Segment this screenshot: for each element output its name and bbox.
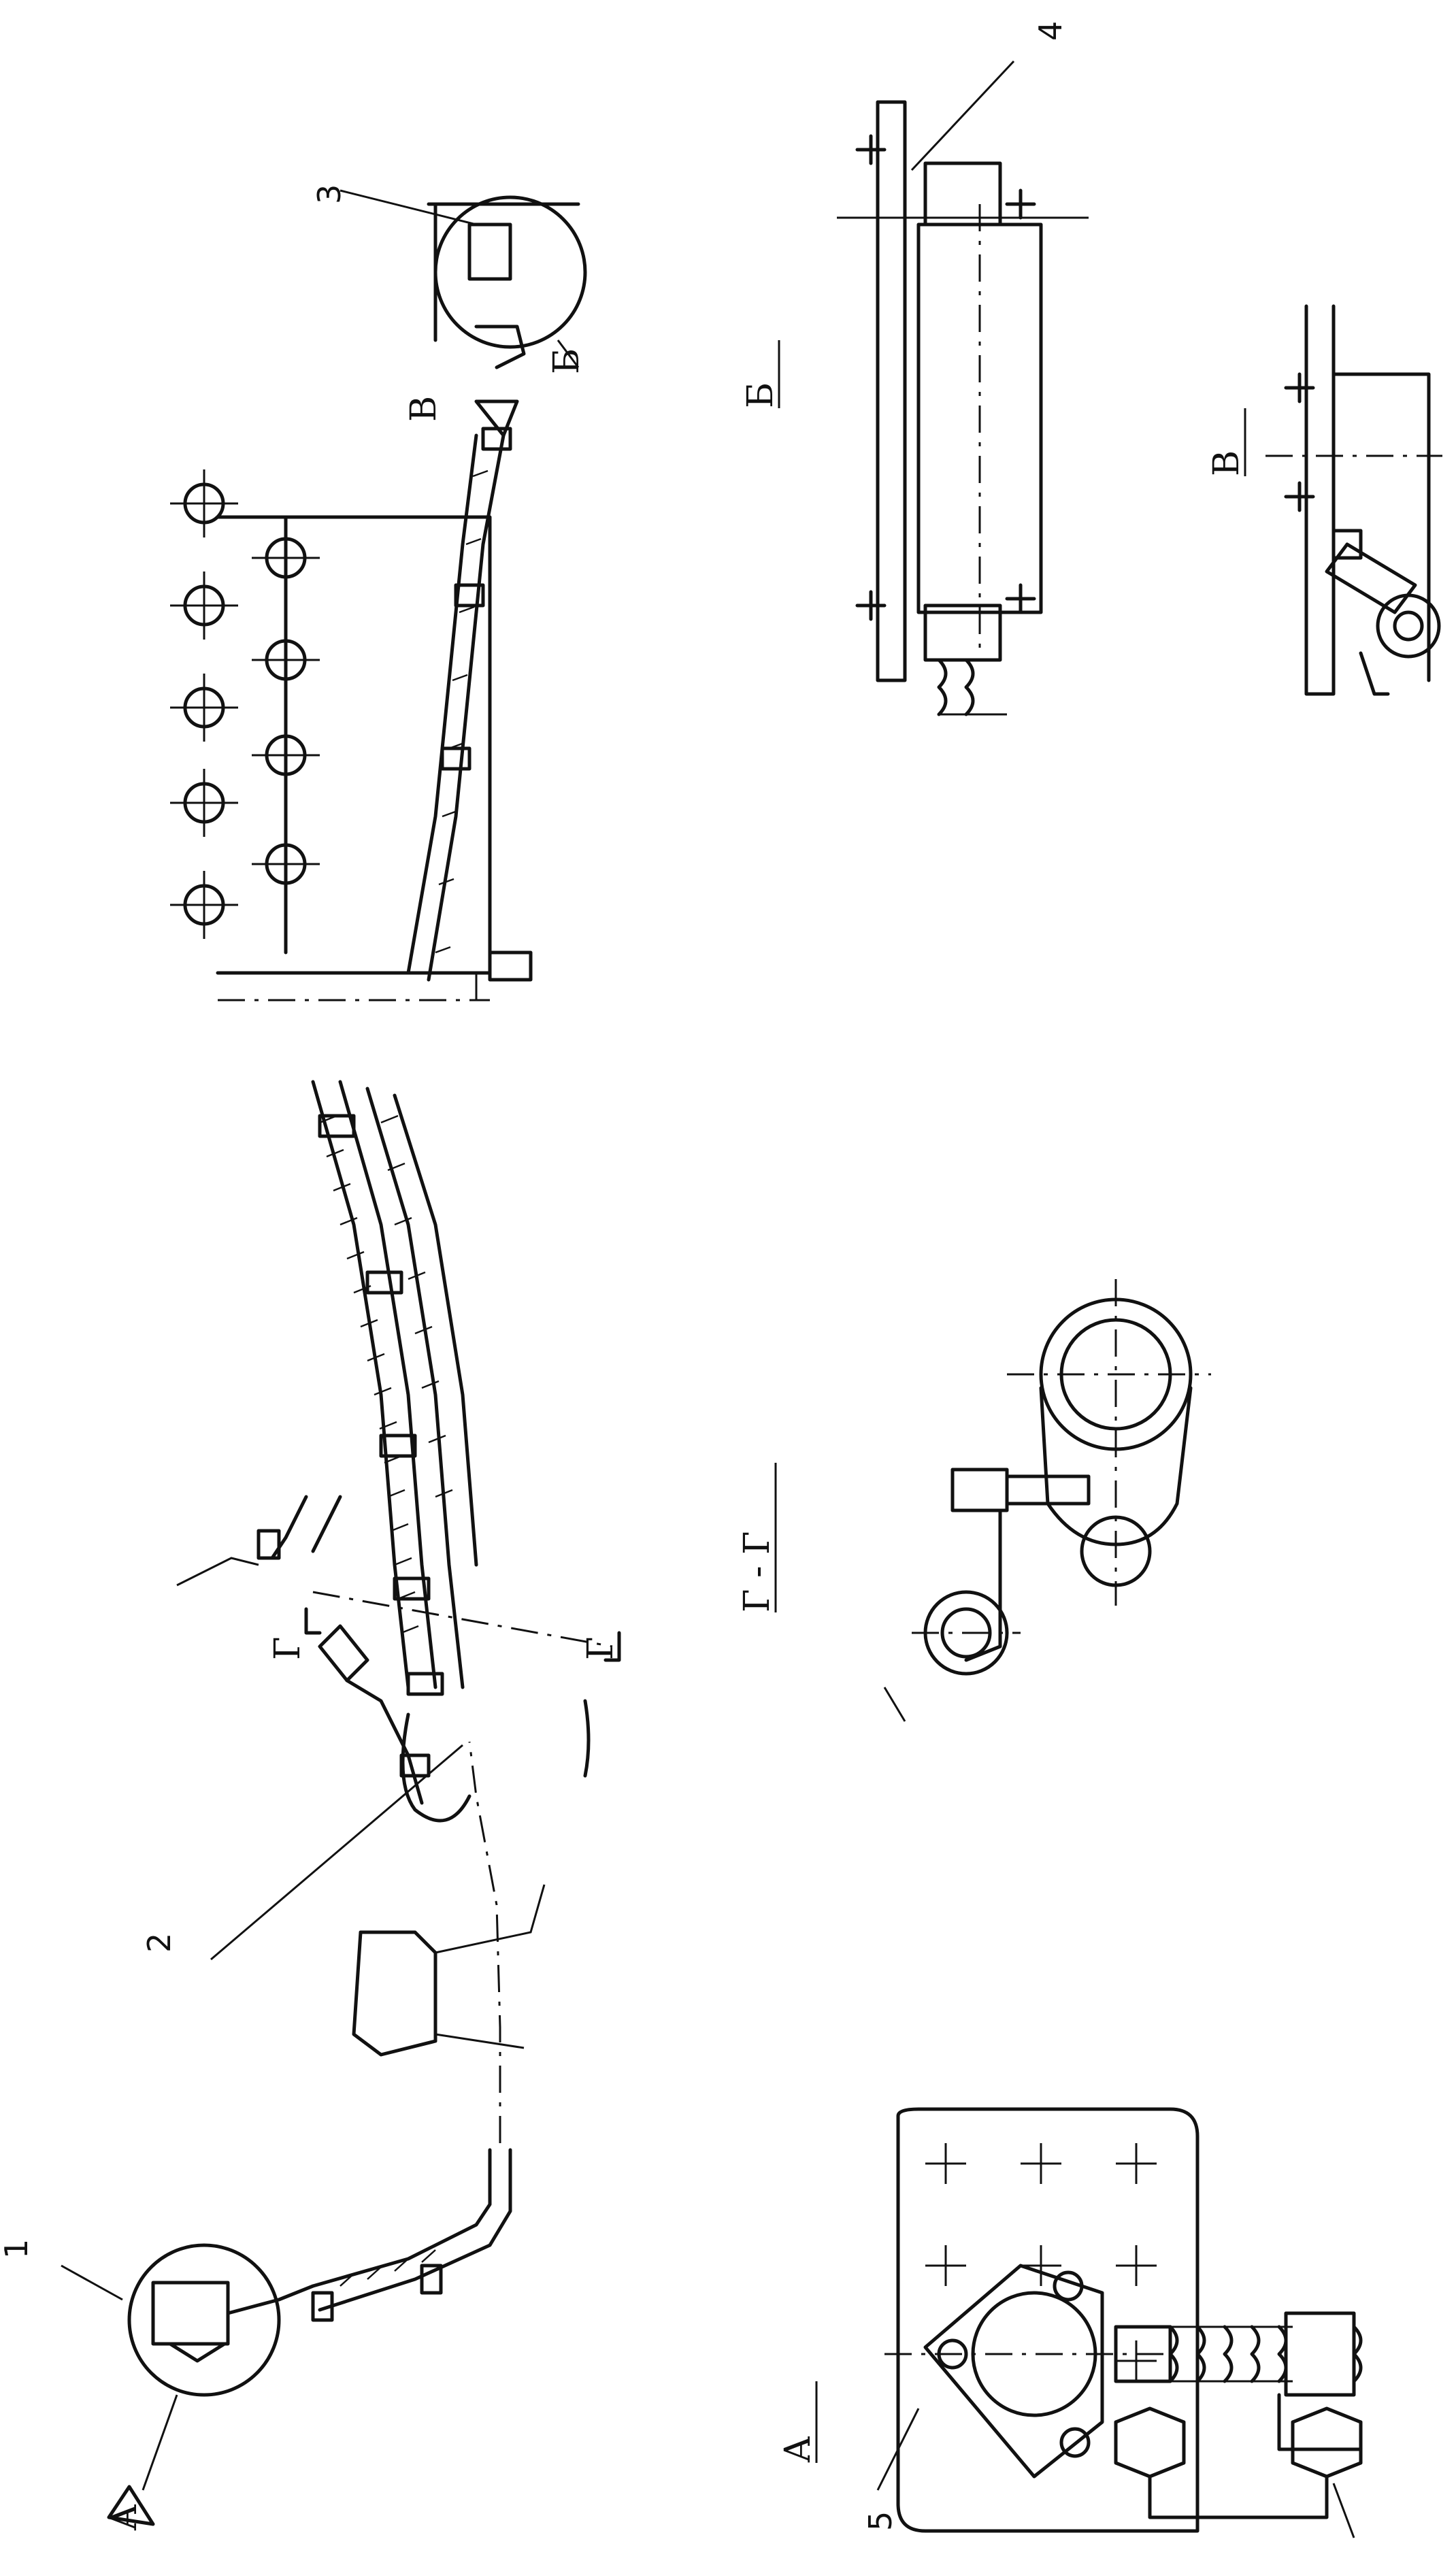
- detail-circle-b: [340, 189, 587, 437]
- callout-2: 2: [141, 1933, 178, 1953]
- detail-a-title: А: [778, 2436, 818, 2463]
- detail-v: [1244, 304, 1442, 696]
- callout-5: 5: [862, 2511, 899, 2531]
- leader-2: [210, 1744, 463, 1961]
- section-g-mark-right: Г: [580, 1637, 621, 1660]
- pipe-bundle: [176, 1080, 621, 1696]
- section-gg: [774, 1279, 1211, 1722]
- leader-4: [910, 60, 1015, 171]
- detail-circle-a: [61, 2243, 315, 2526]
- pedal-cluster: [318, 1624, 591, 2057]
- callout-3: 3: [311, 184, 348, 204]
- section-line-gg: [312, 1591, 613, 1648]
- view-v-mark: В: [403, 396, 444, 422]
- view-a-circle-mark: А: [104, 2504, 145, 2531]
- detail-v-title: В: [1206, 450, 1247, 476]
- detail-a: [815, 2107, 1363, 2538]
- section-g-mark-left: Г: [267, 1637, 308, 1660]
- labels: 1 2 3 4 5 А Б В Г Г А Б В Г - Г: [0, 21, 1247, 2531]
- view-b-circle-mark: Б: [546, 348, 587, 374]
- frame-circles: [170, 469, 320, 939]
- callout-1: 1: [0, 2239, 35, 2259]
- lower-pipe-run: [210, 1741, 512, 2322]
- mounting-frame: [170, 427, 533, 1001]
- leader-5: [876, 2408, 920, 2491]
- section-gg-title: Г - Г: [737, 1531, 778, 1613]
- main-assembly: [61, 189, 621, 2526]
- detail-b-title: Б: [740, 382, 781, 408]
- detail-b: [778, 60, 1089, 716]
- callout-4: 4: [1032, 21, 1069, 41]
